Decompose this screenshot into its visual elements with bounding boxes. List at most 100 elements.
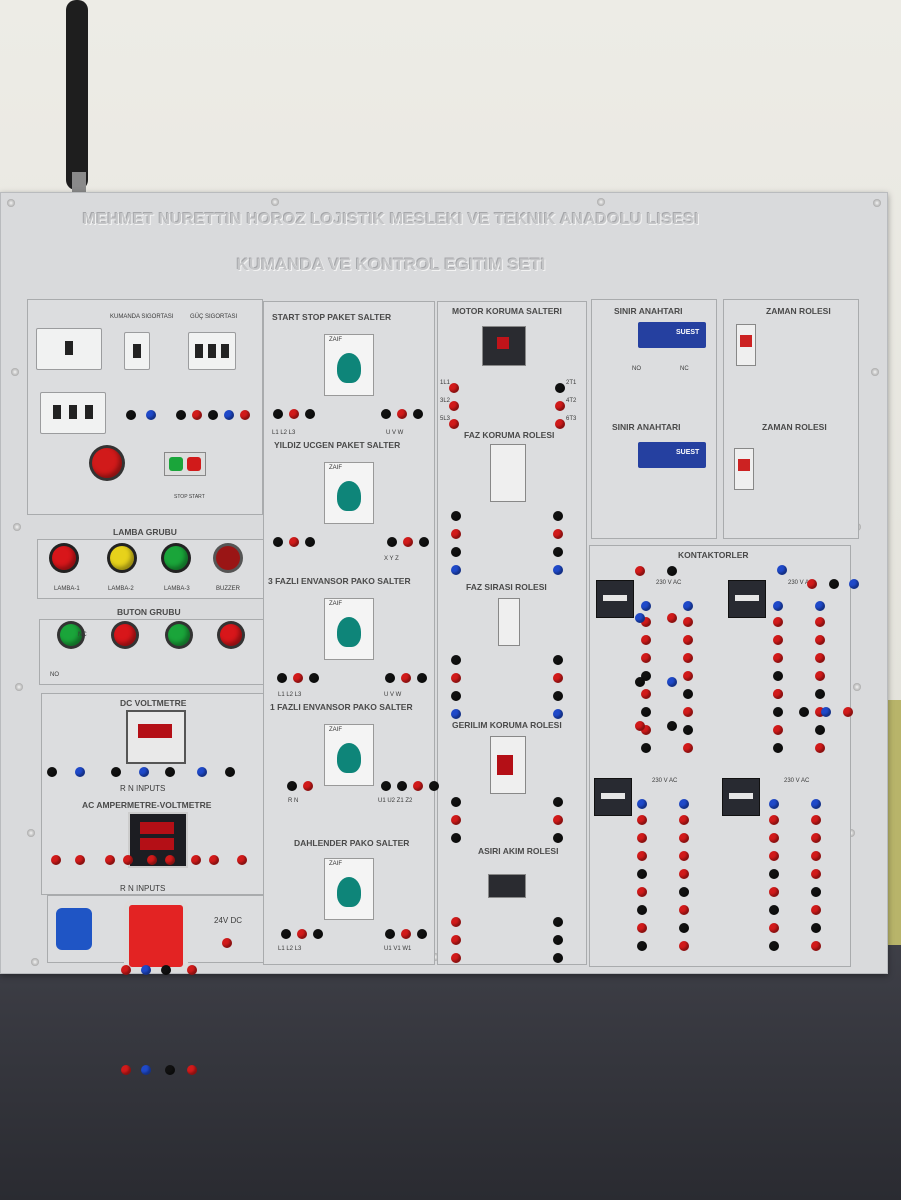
motor-in-jack[interactable] [449,383,459,393]
phase-line-jack[interactable] [451,565,461,575]
contactor-2-jack[interactable] [815,689,825,699]
meter-input-jack[interactable] [141,965,151,975]
switch-terminal-jack[interactable] [387,537,397,547]
io-jack[interactable] [237,855,247,865]
contactor-3-a2-jack[interactable] [679,799,689,809]
sequence-line-jack[interactable] [553,709,563,719]
contactor-3-jack[interactable] [679,941,689,951]
switch-terminal-jack[interactable] [381,781,391,791]
switch-terminal-jack[interactable] [413,781,423,791]
io-jack[interactable] [165,855,175,865]
contactor-1[interactable] [596,580,634,618]
contactor-3-jack[interactable] [679,869,689,879]
sequence-line-jack[interactable] [553,655,563,665]
contactor-1-a1-jack[interactable] [641,601,651,611]
contactor-3[interactable] [594,778,632,816]
motor-out-jack[interactable] [555,401,565,411]
switch-terminal-jack[interactable] [273,537,283,547]
phase-line-jack[interactable] [553,529,563,539]
io-jack[interactable] [75,855,85,865]
io-jack[interactable] [147,855,157,865]
meter-input-jack[interactable] [187,1065,197,1075]
contactor-3-jack[interactable] [637,869,647,879]
jack-l3[interactable] [208,410,218,420]
overcurrent-in-jack[interactable] [451,917,461,927]
contactor-1-jack[interactable] [683,743,693,753]
phase-line-jack[interactable] [553,565,563,575]
switch-terminal-jack[interactable] [419,537,429,547]
contactor-1-jack[interactable] [641,653,651,663]
contactor-4-jack[interactable] [769,941,779,951]
switch-terminal-jack[interactable] [287,781,297,791]
switch-terminal-jack[interactable] [397,409,407,419]
contactor-1-a2-jack[interactable] [683,601,693,611]
contactor-2-jack[interactable] [773,653,783,663]
star-delta-switch[interactable]: ZAIF [324,462,374,524]
contactor-4-jack[interactable] [769,869,779,879]
overcurrent-relay[interactable] [488,874,526,898]
stop-start-button[interactable] [164,452,206,476]
io-jack[interactable] [75,767,85,777]
overcurrent-out-jack[interactable] [553,917,563,927]
push-button-3[interactable] [168,624,190,646]
contactor-3-jack[interactable] [637,905,647,915]
io-jack[interactable] [123,855,133,865]
contactor-4-jack[interactable] [769,833,779,843]
contactor-2-jack[interactable] [815,653,825,663]
limit-timer-jack[interactable] [821,707,831,717]
timer-relay-2[interactable] [734,448,754,490]
limit-timer-jack[interactable] [799,707,809,717]
contactor-4-jack[interactable] [769,905,779,915]
phase-line-jack[interactable] [451,529,461,539]
three-phase-reverse-switch[interactable]: ZAIF [324,598,374,660]
io-jack[interactable] [197,767,207,777]
limit-switch-2[interactable]: SUEST [638,442,706,468]
io-jack[interactable] [165,767,175,777]
contactor-4[interactable] [722,778,760,816]
io-jack[interactable] [139,767,149,777]
contactor-4-jack[interactable] [769,851,779,861]
overcurrent-in-jack[interactable] [451,953,461,963]
contactor-1-jack[interactable] [683,725,693,735]
meter-input-jack[interactable] [165,1065,175,1075]
contactor-1-jack[interactable] [641,743,651,753]
limit-timer-jack[interactable] [843,707,853,717]
jack-l[interactable] [126,410,136,420]
start-stop-switch[interactable]: ZAIF [324,334,374,396]
meter-input-jack[interactable] [161,965,171,975]
switch-terminal-jack[interactable] [277,673,287,683]
jack-l1[interactable] [176,410,186,420]
switch-terminal-jack[interactable] [313,929,323,939]
switch-terminal-jack[interactable] [385,929,395,939]
switch-terminal-jack[interactable] [309,673,319,683]
push-button-4[interactable] [220,624,242,646]
kumanda-fuse[interactable] [124,332,150,370]
contactor-3-jack[interactable] [679,905,689,915]
sequence-line-jack[interactable] [451,691,461,701]
overcurrent-out-jack[interactable] [553,953,563,963]
motor-in-jack[interactable] [449,419,459,429]
limit-timer-jack[interactable] [667,721,677,731]
contactor-2-jack[interactable] [815,617,825,627]
contactor-1-jack[interactable] [641,617,651,627]
contactor-3-jack[interactable] [637,923,647,933]
sequence-line-jack[interactable] [451,709,461,719]
motor-protection-breaker[interactable] [482,326,526,366]
contactor-4-jack[interactable] [811,815,821,825]
contactor-1-jack[interactable] [683,635,693,645]
contactor-1-jack[interactable] [641,725,651,735]
limit-timer-jack[interactable] [667,566,677,576]
voltage-line-jack[interactable] [553,815,563,825]
contactor-2-jack[interactable] [773,635,783,645]
io-jack[interactable] [209,855,219,865]
limit-switch-1[interactable]: SUEST [638,322,706,348]
switch-terminal-jack[interactable] [297,929,307,939]
jack-p[interactable] [240,410,250,420]
switch-terminal-jack[interactable] [417,929,427,939]
switch-terminal-jack[interactable] [273,409,283,419]
contactor-1-jack[interactable] [641,689,651,699]
contactor-1-jack[interactable] [683,671,693,681]
voltage-line-jack[interactable] [553,833,563,843]
timer-relay-1[interactable] [736,324,756,366]
io-jack[interactable] [111,767,121,777]
